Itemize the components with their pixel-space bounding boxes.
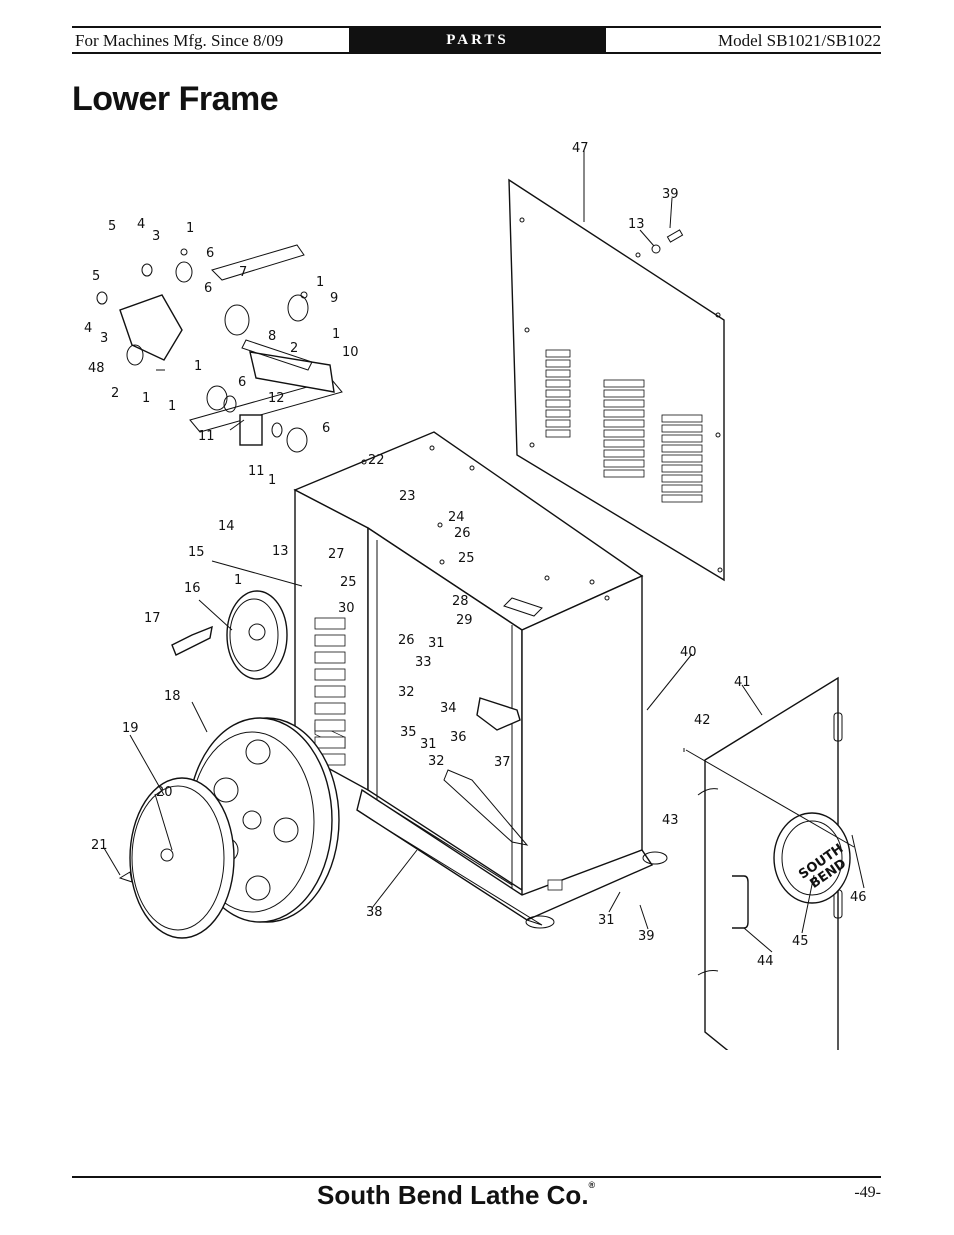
callout: 8 [268,329,276,344]
callout: 39 [638,929,655,944]
callout: 11 [248,464,265,479]
callout: 5 [108,219,116,234]
callout: 9 [330,291,338,306]
header-bar [72,26,881,54]
registered-mark: ® [588,1180,596,1190]
callout: 6 [238,375,246,390]
callout: 24 [448,510,465,525]
callout: 4 [137,217,145,232]
callout: 31 [428,636,445,651]
callout: 11 [198,429,215,444]
callout: 30 [338,601,355,616]
callout: 3 [100,331,108,346]
callout: 15 [188,545,205,560]
header-model: Model SB1021/SB1022 [718,31,881,50]
callout: 35 [400,725,417,740]
callout: 1 [168,399,176,414]
callout: 1 [234,573,242,588]
callout: 19 [122,721,139,736]
callout-labels: 47 39 13 5 4 3 1 6 7 5 1 9 6 4 3 8 1 48 … [84,141,867,969]
callout: 43 [662,813,679,828]
callout: 34 [440,701,457,716]
callout: 4 [84,321,92,336]
callout: 23 [399,489,416,504]
callout: 1 [316,275,324,290]
callout: 12 [268,391,285,406]
callout: 1 [194,359,202,374]
callout: 37 [494,755,511,770]
callout: 27 [328,547,345,562]
callout: 10 [342,345,359,360]
exploded-parts-diagram: SOUTH BEND [72,130,882,1050]
callout: 32 [428,754,445,769]
callout: 31 [420,737,437,752]
callout: 3 [152,229,160,244]
callout: 31 [598,913,615,928]
callout: 5 [92,269,100,284]
callout: 41 [734,675,751,690]
callout: 32 [398,685,415,700]
callout: 6 [322,421,330,436]
callout: 46 [850,890,867,905]
handwheel-16 [171,590,288,680]
page-title: Lower Frame [72,80,279,118]
callout: 17 [144,611,161,626]
callout: 14 [218,519,235,534]
callout: 6 [204,281,212,296]
feed-linkage-assembly [96,244,343,453]
callout: 44 [757,954,774,969]
callout: 40 [680,645,697,660]
callout: 16 [184,581,201,596]
callout: 33 [415,655,432,670]
callout: 25 [458,551,475,566]
callout: 2 [111,386,119,401]
callout: 38 [366,905,383,920]
footer-rule [72,1176,881,1178]
header-section-label: PARTS [349,28,606,52]
callout: 39 [662,187,679,202]
callout: 7 [239,265,247,280]
callout: 26 [454,526,471,541]
footer-brand-text: South Bend Lathe Co. [317,1180,589,1210]
page-number: -49- [854,1184,881,1201]
callout: 1 [186,221,194,236]
callout: 2 [290,341,298,356]
callout: 21 [91,838,108,853]
callout: 26 [398,633,415,648]
callout: 20 [156,785,173,800]
callout: 25 [340,575,357,590]
callout: 6 [206,246,214,261]
callout: 47 [572,141,589,156]
callout: 13 [628,217,645,232]
callout: 13 [272,544,289,559]
header-machine-date: For Machines Mfg. Since 8/09 [75,31,284,50]
callout: 22 [368,453,385,468]
callout: 1 [268,473,276,488]
callout: 1 [142,391,150,406]
callout: 28 [452,594,469,609]
callout: 1 [332,327,340,342]
leader-lines [103,150,865,953]
callout: 36 [450,730,467,745]
side-panel-47 [508,178,725,582]
handwheel-19 [118,777,235,939]
door-41: SOUTH BEND [697,676,851,1050]
footer-brand: South Bend Lathe Co.® [317,1180,595,1211]
callout: 42 [694,713,711,728]
callout: 45 [792,934,809,949]
callout: 18 [164,689,181,704]
callout: 48 [88,361,105,376]
callout: 29 [456,613,473,628]
cabinet-body-40 [293,431,668,929]
